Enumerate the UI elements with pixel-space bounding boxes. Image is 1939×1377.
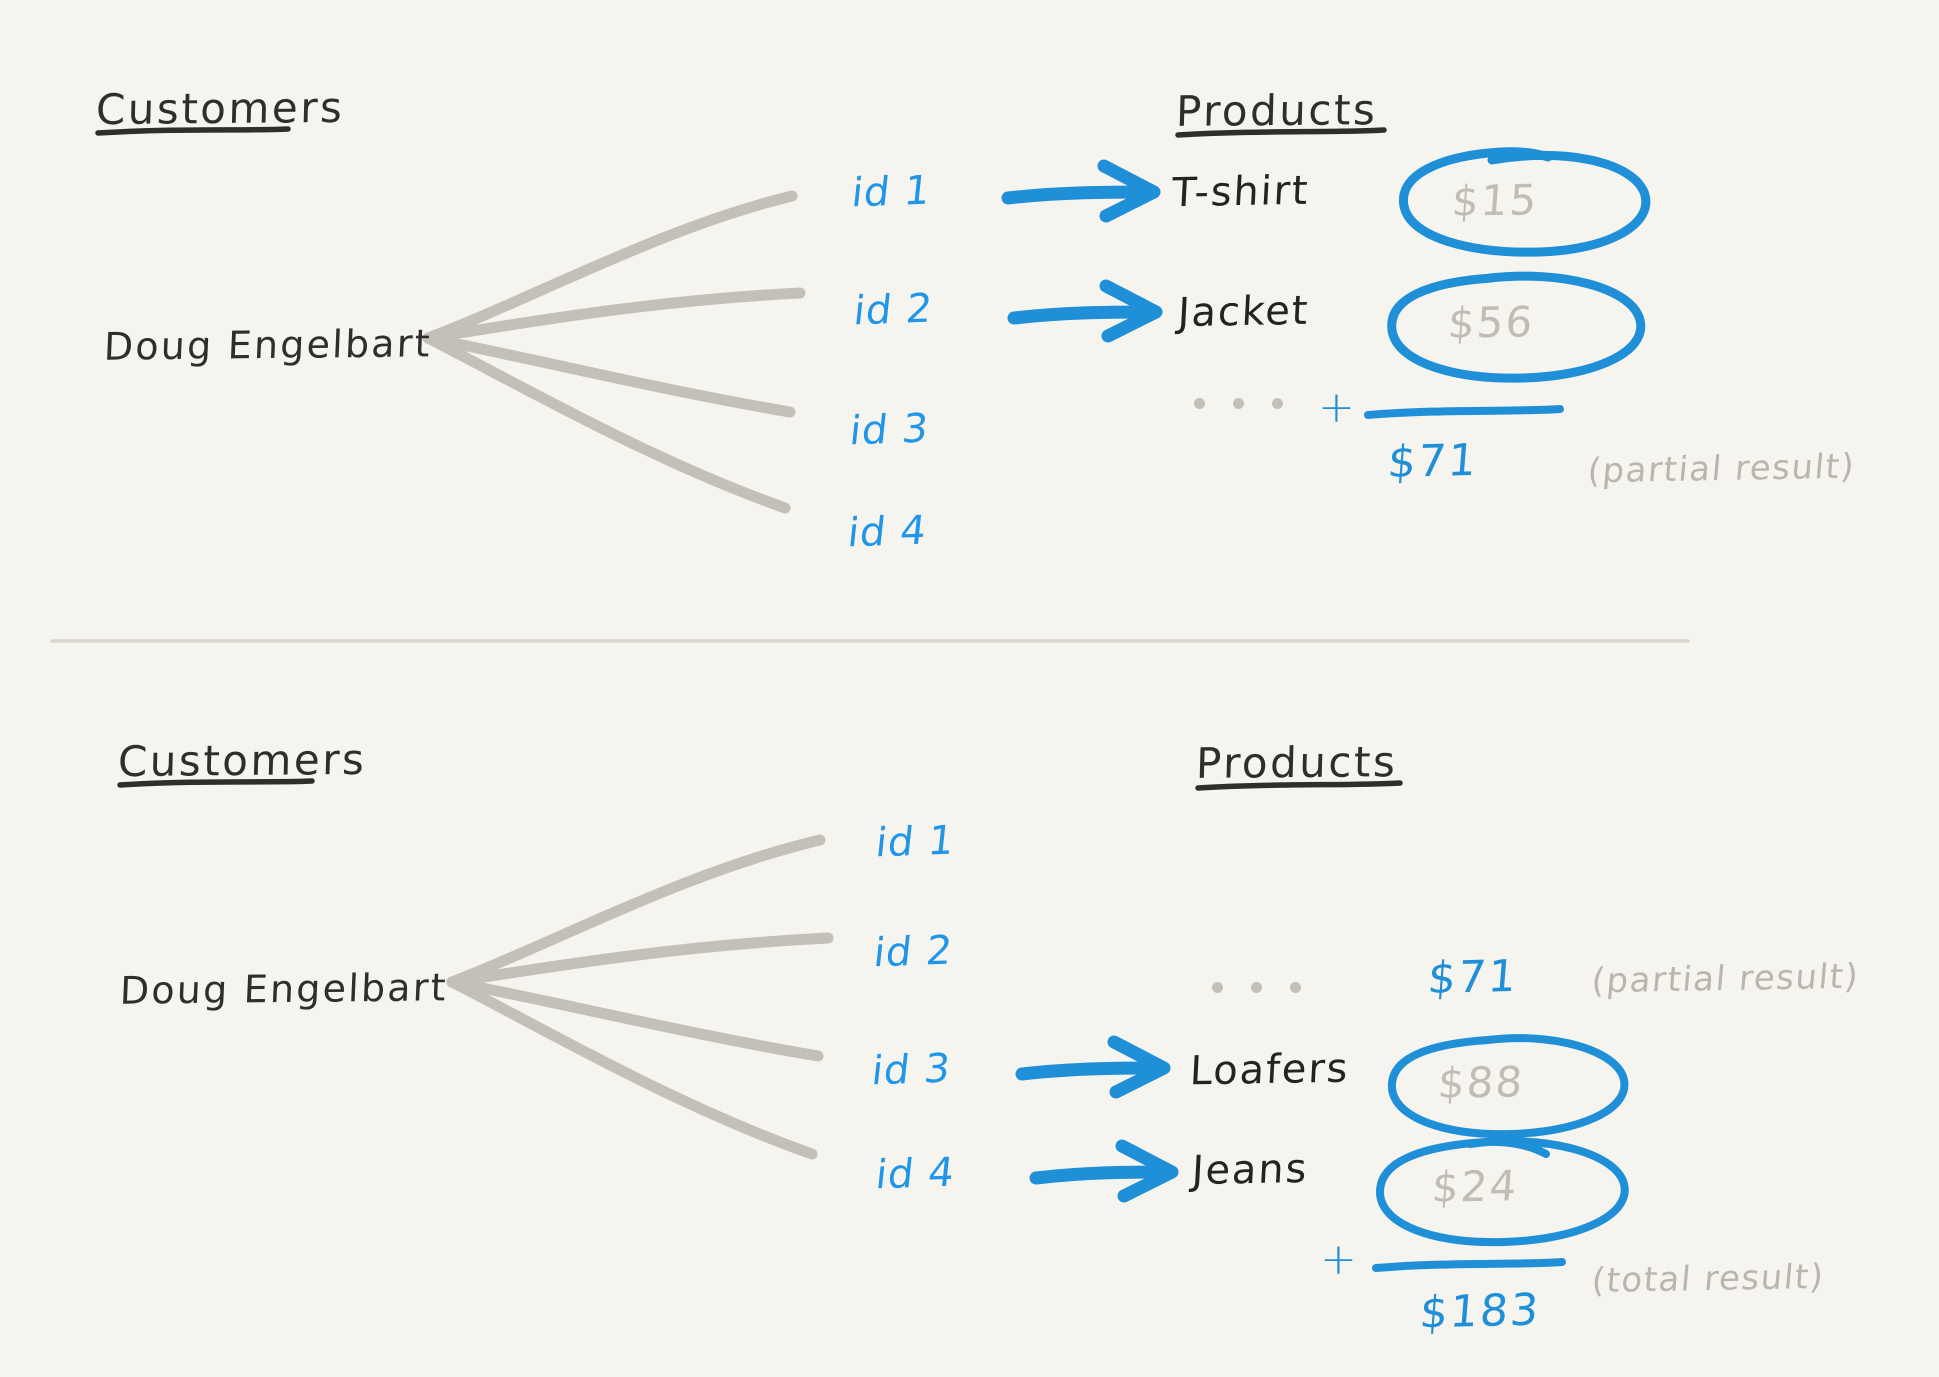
id-label-bottom-1: id 1 — [873, 817, 958, 867]
carried-partial-amount: $71 — [1425, 950, 1521, 1005]
fan-line-top-3 — [422, 332, 796, 418]
price-jeans: $24 — [1430, 1161, 1520, 1212]
arrow-id1-to-tshirt — [1001, 159, 1161, 223]
fan-line-bottom-2 — [446, 932, 834, 988]
arrow-id4-to-jeans — [1029, 1139, 1179, 1203]
fan-line-bottom-3 — [446, 976, 824, 1062]
price-tshirt: $15 — [1450, 175, 1540, 226]
fan-line-bottom-4 — [446, 976, 818, 1160]
products-heading-bottom: Products — [1195, 737, 1399, 788]
customers-heading-top: Customers — [95, 82, 346, 135]
ellipsis-bottom — [1212, 982, 1301, 993]
products-heading-top: Products — [1175, 85, 1379, 136]
fan-line-bottom-1 — [446, 834, 826, 988]
product-name-jeans: Jeans — [1190, 1145, 1310, 1195]
price-loafers: $88 — [1436, 1057, 1526, 1108]
price-jacket: $56 — [1446, 297, 1536, 348]
customer-name-bottom: Doug Engelbart — [118, 965, 449, 1013]
product-name-loafers: Loafers — [1188, 1045, 1351, 1095]
customers-heading-bottom: Customers — [117, 734, 368, 787]
annotation-partial-result-bottom: (partial result) — [1590, 956, 1861, 1002]
sum-rule-top — [1364, 405, 1564, 419]
id-label-bottom-4: id 4 — [873, 1149, 958, 1199]
id-label-top-4: id 4 — [845, 507, 930, 557]
id-label-bottom-3: id 3 — [869, 1045, 954, 1095]
product-name-jacket: Jacket — [1176, 287, 1311, 337]
id-label-top-1: id 1 — [849, 167, 934, 217]
sum-rule-bottom — [1372, 1258, 1566, 1272]
arrow-id2-to-jacket — [1007, 279, 1163, 343]
id-label-top-3: id 3 — [847, 405, 932, 455]
product-name-tshirt: T-shirt — [1170, 167, 1311, 217]
annotation-partial-result-top: (partial result) — [1586, 446, 1857, 492]
fan-line-top-4 — [422, 332, 791, 514]
total-amount: $183 — [1417, 1284, 1543, 1339]
id-label-top-2: id 2 — [851, 285, 936, 335]
fan-line-top-2 — [422, 287, 806, 344]
ellipsis-top — [1194, 398, 1283, 409]
id-label-bottom-2: id 2 — [871, 927, 956, 977]
fan-line-top-1 — [422, 190, 798, 344]
annotation-total-result: (total result) — [1590, 1256, 1827, 1302]
arrow-id3-to-loafers — [1015, 1035, 1171, 1099]
plus-sign-top: + — [1318, 382, 1355, 433]
sum-amount-top: $71 — [1385, 434, 1481, 489]
plus-sign-bottom: + — [1320, 1234, 1357, 1285]
customer-name-top: Doug Engelbart — [102, 321, 433, 369]
